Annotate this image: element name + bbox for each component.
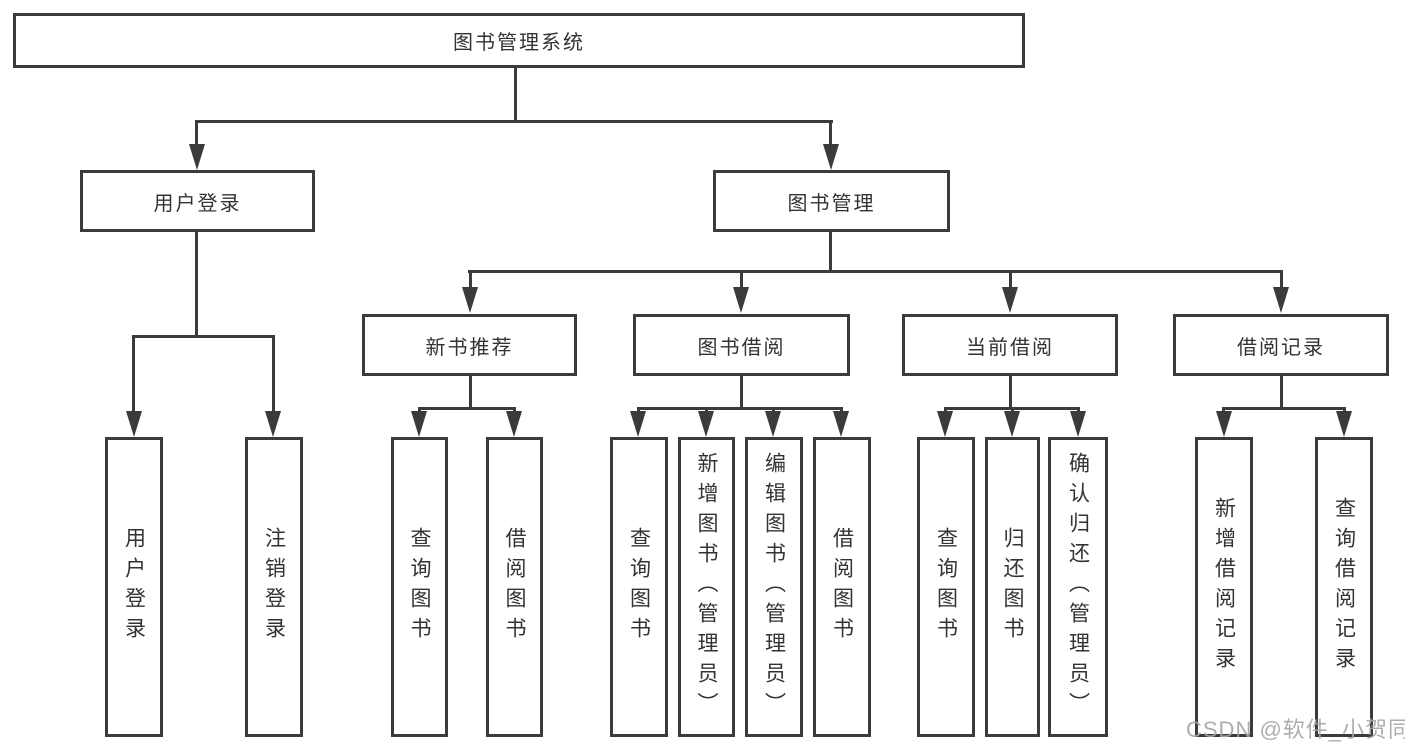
leaf-newbook-borrow-label: 借阅图书 [503,527,526,647]
edge-line [740,376,743,410]
node-new-book-recommend: 新书推荐 [362,314,577,376]
leaf-borrow-add-admin-label: 新增图书（管理员） [695,452,718,722]
arrowhead-icon [630,411,646,437]
leaf-borrow-add-admin: 新增图书（管理员） [678,437,735,737]
leaf-records-query-label: 查询借阅记录 [1332,497,1356,677]
leaf-current-return: 归还图书 [985,437,1040,737]
leaf-logout: 注销登录 [245,437,303,737]
node-book-management: 图书管理 [713,170,950,232]
edge-line [1009,270,1012,290]
arrowhead-icon [1273,287,1289,313]
leaf-current-confirm-admin-label: 确认归还（管理员） [1066,452,1090,722]
arrowhead-icon [265,411,281,437]
arrowhead-icon [833,411,849,437]
leaf-current-confirm-admin: 确认归还（管理员） [1048,437,1108,737]
arrowhead-icon [823,144,839,170]
csdn-watermark: CSDN @软件_小贺同学 [1186,717,1405,742]
edge-line [829,232,832,273]
edge-line [272,335,275,415]
edge-line [740,270,743,290]
leaf-user-login-label: 用户登录 [122,527,146,647]
leaf-borrow-book: 借阅图书 [813,437,871,737]
leaf-current-query: 查询图书 [917,437,975,737]
node-book-management-label: 图书管理 [787,192,876,215]
arrowhead-icon [937,411,953,437]
edge-line [468,270,1283,273]
arrowhead-icon [698,411,714,437]
node-new-book-recommend-label: 新书推荐 [425,336,514,359]
arrowhead-icon [506,411,522,437]
node-current-borrow-label: 当前借阅 [966,336,1054,359]
leaf-logout-label: 注销登录 [262,527,286,647]
edge-line [1222,407,1346,410]
node-current-borrow: 当前借阅 [902,314,1118,376]
edge-line [469,376,472,410]
node-root-system: 图书管理系统 [13,13,1025,68]
node-borrow-records-label: 借阅记录 [1237,336,1325,359]
leaf-current-return-label: 归还图书 [1001,527,1024,647]
edge-line [195,232,198,337]
leaf-borrow-query-label: 查询图书 [627,527,651,647]
edge-line [195,120,833,123]
edge-line [132,335,135,415]
leaf-current-query-label: 查询图书 [934,527,958,647]
arrowhead-icon [765,411,781,437]
node-user-login-label: 用户登录 [153,192,242,215]
leaf-borrow-edit-admin: 编辑图书（管理员） [745,437,803,737]
node-borrow-records: 借阅记录 [1173,314,1389,376]
node-book-borrow: 图书借阅 [633,314,850,376]
arrowhead-icon [411,411,427,437]
arrowhead-icon [1004,411,1020,437]
edge-line [195,120,198,148]
arrowhead-icon [1002,287,1018,313]
node-root-label: 图书管理系统 [453,32,585,54]
edge-line [1280,376,1283,410]
edge-line [514,68,517,123]
edge-line [1009,376,1012,410]
node-book-borrow-label: 图书借阅 [697,336,786,359]
leaf-user-login: 用户登录 [105,437,163,737]
arrowhead-icon [733,287,749,313]
leaf-records-query: 查询借阅记录 [1315,437,1373,737]
arrowhead-icon [462,287,478,313]
edge-line [829,120,832,148]
leaf-records-add: 新增借阅记录 [1195,437,1253,737]
edge-line [469,270,472,290]
leaf-borrow-edit-admin-label: 编辑图书（管理员） [762,452,786,722]
edge-line [637,407,843,410]
edge-line [418,407,516,410]
leaf-records-add-label: 新增借阅记录 [1212,497,1236,677]
arrowhead-icon [126,411,142,437]
edge-line [132,335,275,338]
arrowhead-icon [189,144,205,170]
leaf-newbook-query-label: 查询图书 [408,527,431,647]
arrowhead-icon [1070,411,1086,437]
leaf-borrow-query: 查询图书 [610,437,668,737]
edge-line [1280,270,1283,290]
leaf-newbook-query: 查询图书 [391,437,448,737]
arrowhead-icon [1336,411,1352,437]
arrowhead-icon [1216,411,1232,437]
node-user-login: 用户登录 [80,170,315,232]
leaf-borrow-book-label: 借阅图书 [830,527,854,647]
leaf-newbook-borrow: 借阅图书 [486,437,543,737]
